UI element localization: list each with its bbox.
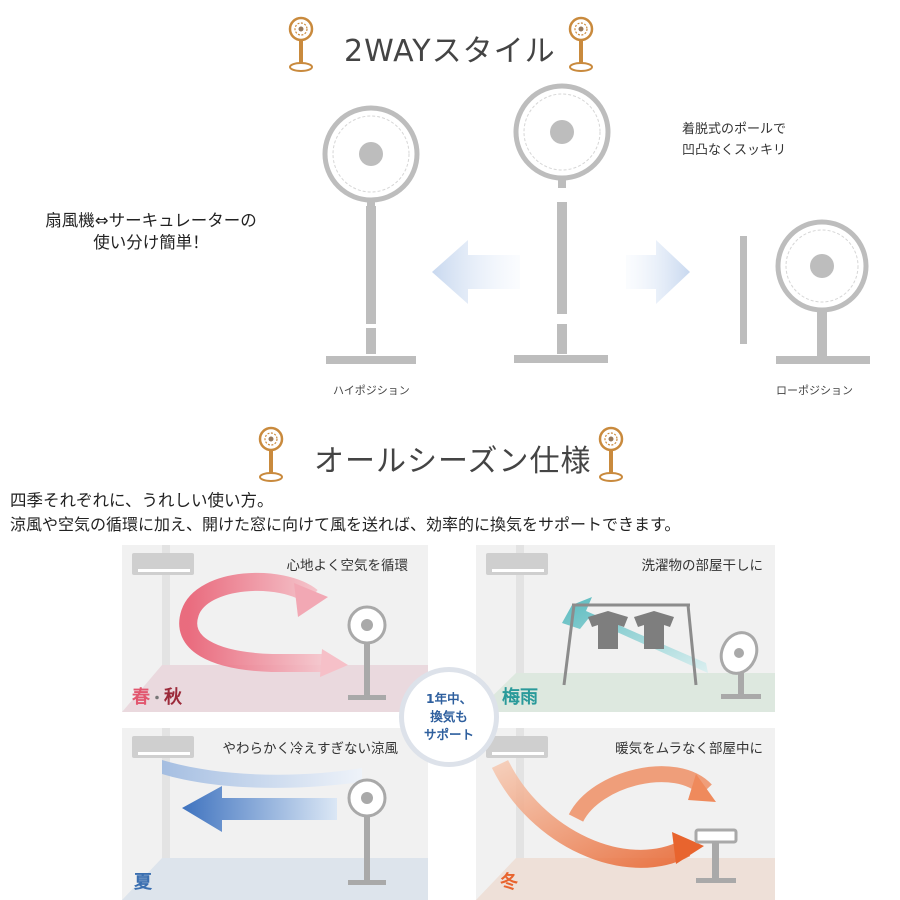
season-dot: ・ — [150, 691, 164, 707]
fan-icon — [598, 426, 624, 482]
intro-line1: 四季それぞれに、うれしい使い方。 — [10, 491, 274, 510]
two-way-illustration — [322, 83, 870, 364]
panel-summer: やわらかく冷えすぎない涼風 夏 — [122, 728, 428, 900]
panel-spring-autumn-label: 心地よく空気を循環 — [286, 558, 409, 574]
panel-summer-label: やわらかく冷えすぎない涼風 — [222, 741, 399, 757]
high-position-label: ハイポジション — [333, 384, 410, 397]
panel-rainy-label: 洗濯物の部屋干しに — [641, 558, 764, 574]
arrow-left-icon — [432, 240, 520, 304]
circulator-illustration — [719, 631, 761, 699]
right-caption: 着脱式のポールで 凹凸なくスッキリ — [682, 119, 786, 161]
intro-line2: 涼風や空気の循環に加え、開けた窓に向けて風を送れば、効率的に換気をサポートできま… — [10, 515, 681, 534]
low-position-label: ローポジション — [776, 384, 853, 397]
season-winter: 冬 — [500, 872, 518, 893]
fan-icon — [288, 16, 314, 72]
arrow-right-icon — [626, 240, 690, 304]
right-caption-line2: 凹凸なくスッキリ — [682, 143, 787, 158]
left-caption: 扇風機⇔サーキュレーターの 使い分け簡単！ — [16, 210, 286, 254]
badge-line1: 1年中、 — [425, 691, 473, 706]
stand-fan-illustration — [347, 605, 387, 700]
season-summer: 夏 — [134, 872, 152, 893]
season-rainy: 梅雨 — [502, 687, 538, 708]
right-caption-line1: 着脱式のポールで — [682, 122, 787, 137]
badge-line3: サポート — [423, 727, 474, 742]
badge-line2: 換気も — [430, 709, 468, 724]
season-spring-autumn: 春・秋 — [132, 683, 182, 709]
all-year-badge: 1年中、 換気も サポート — [399, 667, 499, 767]
panel-spring-autumn: 心地よく空気を循環 春・秋 — [122, 545, 428, 712]
panel-rainy: 洗濯物の部屋干しに 梅雨 — [476, 545, 775, 712]
season-spring: 春 — [132, 687, 150, 708]
season-autumn: 秋 — [164, 687, 182, 708]
left-caption-line2: 使い分け簡単！ — [93, 233, 209, 252]
panel-winter: 暖気をムラなく部屋中に 冬 — [476, 728, 775, 900]
low-circulator-illustration — [694, 828, 738, 883]
left-caption-line1: 扇風機⇔サーキュレーターの — [45, 211, 257, 230]
center-fan — [513, 83, 611, 363]
high-position-fan — [322, 105, 420, 364]
low-position-fan — [775, 219, 870, 364]
detached-pole — [740, 236, 747, 344]
fan-icon — [258, 426, 284, 482]
fan-icon — [568, 16, 594, 72]
section-title-all-season: オールシーズン仕様 — [314, 444, 592, 479]
stand-fan-illustration — [347, 778, 387, 885]
section-title-2way: 2WAYスタイル — [344, 34, 556, 69]
panel-winter-label: 暖気をムラなく部屋中に — [615, 741, 763, 757]
